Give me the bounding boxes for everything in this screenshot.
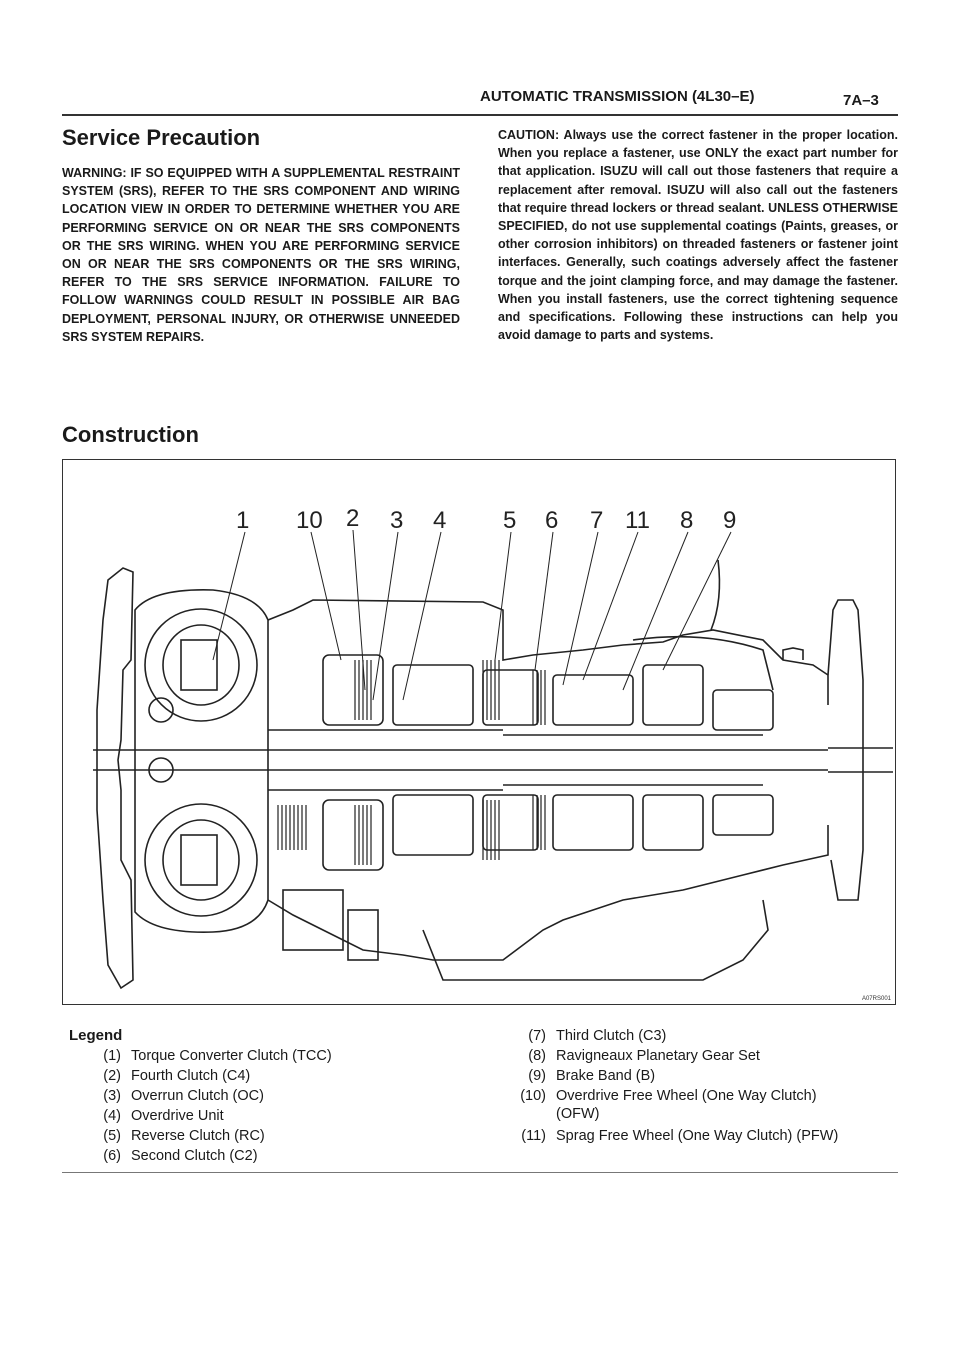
transmission-cutaway-drawing: 1 10 2 3 4 5 6 7 11 8 9 [93,505,893,990]
callout-label: 8 [680,507,693,534]
legend-item: (2) Fourth Clutch (C4) [103,1068,251,1084]
callout-label: 4 [433,507,446,534]
figure-code: A07RS001 [861,996,891,1002]
fastener-caution-text: CAUTION: Always use the correct fastener… [498,128,898,343]
callout-label: 3 [390,507,403,534]
legend-item: (5) Reverse Clutch (RC) [103,1128,265,1144]
page-header-title: AUTOMATIC TRANSMISSION (4L30–E) [480,88,755,105]
legend-item: (6) Second Clutch (C2) [103,1148,258,1164]
callout-label: 11 [625,507,650,534]
callout-label: 9 [723,507,736,534]
callout-label: 1 [236,507,249,534]
srs-warning-text: WARNING: IF SO EQUIPPED WITH A SUPPLEMEN… [62,166,460,344]
legend-item: (3) Overrun Clutch (OC) [103,1088,264,1104]
callout-label: 6 [545,507,558,534]
construction-heading: Construction [62,422,199,447]
legend-item: (4) Overdrive Unit [103,1108,224,1124]
callout-label: 10 [296,507,323,534]
legend-item: (9) Brake Band (B) [528,1068,656,1084]
legend-item: (11) Sprag Free Wheel (One Way Clutch) (… [521,1128,839,1144]
callout-label: 7 [590,507,603,534]
bottom-rule [62,1172,898,1173]
service-precaution-heading: Service Precaution [62,125,261,150]
legend-item: (8) Ravigneaux Planetary Gear Set [528,1048,760,1064]
callout-label: 5 [503,507,516,534]
callout-label: 2 [346,505,359,532]
transmission-cutaway-figure: 1 10 2 3 4 5 6 7 11 8 9 A07RS001 [62,459,896,1005]
legend-item: (7) Third Clutch (C3) [528,1028,667,1044]
page-number: 7A–3 [843,92,879,109]
legend-item: (10) Overdrive Free Wheel (One Way Clutc… [520,1088,817,1122]
header-rule [62,114,898,116]
legend-item: (1) Torque Converter Clutch (TCC) [103,1048,332,1064]
legend-title: Legend [69,1027,123,1044]
